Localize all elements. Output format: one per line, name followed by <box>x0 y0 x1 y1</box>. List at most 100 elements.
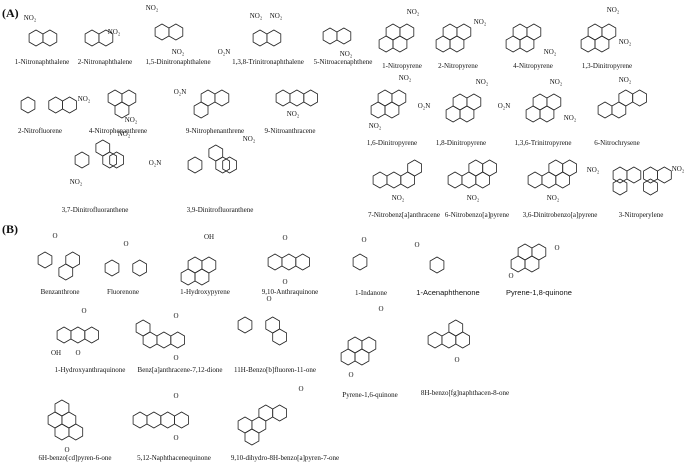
substituent-label: O <box>266 295 272 303</box>
structure-8 <box>580 23 617 53</box>
ring <box>258 404 274 422</box>
substituent-label: NO₂ <box>23 14 37 22</box>
ring <box>643 166 658 184</box>
ring <box>384 101 400 119</box>
substituent-label: O <box>173 434 179 442</box>
substituent-label: NO₂ <box>618 76 632 84</box>
compound-name: 9,10-Anthraquinone <box>261 288 319 296</box>
ring <box>519 35 535 53</box>
structure-33 <box>340 336 377 366</box>
ring <box>170 331 186 349</box>
ring <box>275 89 291 107</box>
substituent-label: O <box>282 278 288 286</box>
ring <box>48 96 63 114</box>
ring <box>618 89 634 107</box>
ring <box>58 263 74 281</box>
ring <box>132 411 148 429</box>
substituent-label: O <box>298 385 304 393</box>
structure-9 <box>20 96 77 114</box>
ring <box>449 35 465 53</box>
structure-35 <box>47 399 84 441</box>
substituent-label: NO₂ <box>606 6 620 14</box>
substituent-label: O <box>52 232 58 240</box>
structure-13 <box>370 89 407 119</box>
ring <box>237 316 253 334</box>
ring <box>597 101 613 119</box>
substituent-label: O <box>414 241 420 249</box>
substituent-label: O <box>173 354 179 362</box>
structure-20 <box>447 159 498 189</box>
structure-25 <box>180 256 217 286</box>
ring <box>252 29 268 47</box>
ring <box>114 101 130 119</box>
ring <box>214 89 230 107</box>
ring <box>174 411 189 429</box>
ring <box>447 171 463 189</box>
structure-17 <box>74 139 124 169</box>
ring <box>98 29 114 47</box>
ring <box>244 428 260 446</box>
structure-4 <box>322 27 352 45</box>
ring <box>160 411 176 429</box>
ring <box>525 105 541 123</box>
compound-name: 2-Nitronaphthalene <box>77 58 133 66</box>
substituent-label: O₂N <box>148 159 162 167</box>
substituent-label: NO₂ <box>671 165 685 173</box>
structure-22 <box>612 166 672 196</box>
substituent-label: NO₂ <box>339 50 353 58</box>
ring <box>448 319 464 337</box>
ring <box>74 151 90 169</box>
structure-18 <box>187 144 238 174</box>
structure-11 <box>193 89 230 119</box>
structure-24 <box>104 259 148 277</box>
ring <box>95 139 111 157</box>
substituent-label: NO₂ <box>398 74 412 82</box>
structure-21 <box>527 159 577 189</box>
substituent-label: O₂N <box>217 48 231 56</box>
compound-name: 4-Nitropyrene <box>513 62 553 70</box>
ring <box>272 404 288 422</box>
ring <box>135 319 151 337</box>
substituent-label: NO₂ <box>242 135 256 143</box>
structure-10 <box>107 89 137 119</box>
ring <box>303 89 319 107</box>
substituent-label: O <box>554 244 560 252</box>
structure-12 <box>275 89 319 107</box>
ring <box>555 171 570 189</box>
compound-name: 6H-benzo[cd]pyren-6-one <box>38 454 112 462</box>
compound-name: Fluorenone <box>107 288 139 296</box>
ring <box>180 268 196 286</box>
ring <box>527 171 543 189</box>
substituent-label: NO₂ <box>546 194 560 202</box>
substituent-label: O <box>508 272 514 280</box>
substituent-label: NO₂ <box>107 28 121 36</box>
substituent-label: NO₂ <box>249 12 263 20</box>
structure-29 <box>510 243 547 273</box>
compound-name: 1-Acenaphthenone <box>416 288 480 297</box>
ring <box>612 178 628 196</box>
substituent-label: NO₂ <box>586 166 600 174</box>
structure-37 <box>237 404 288 446</box>
ring <box>84 326 99 344</box>
ring <box>272 328 288 346</box>
ring <box>222 156 238 174</box>
compound-name: 1-Nitronaphthalene <box>14 58 70 66</box>
structure-30 <box>56 326 99 344</box>
compound-name: 1,3,8-Trinitronaphthalene <box>232 58 304 66</box>
compound-name: 2-Nitropyrene <box>438 62 478 70</box>
structure-14 <box>445 93 482 123</box>
compound-name: 5,12-Naphthacenequinone <box>137 454 211 462</box>
substituent-label: O <box>75 349 81 357</box>
compound-name: 3,6-Dinitrobenzo[a]pyrene <box>522 211 598 219</box>
substituent-label: NO₂ <box>475 78 489 86</box>
ring <box>267 253 283 271</box>
ring <box>28 29 44 47</box>
structure-34 <box>427 319 471 349</box>
structure-1 <box>84 29 114 47</box>
structure-19 <box>372 159 423 189</box>
ring <box>289 89 305 107</box>
substituent-label: NO₂ <box>391 194 405 202</box>
substituent-label: NO₂ <box>549 78 563 86</box>
section-a-label: (A) <box>2 6 19 20</box>
